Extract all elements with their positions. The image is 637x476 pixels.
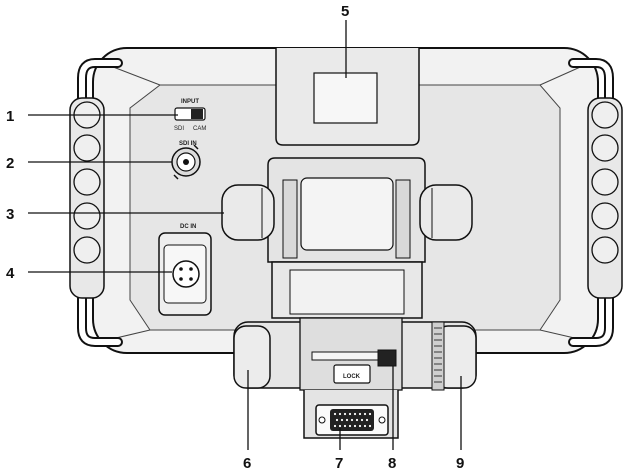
dc-in-label: DC IN [180,224,196,230]
right-handle [568,58,623,347]
callout-3: 3 [6,206,14,223]
sdi-in-label: SDI IN [179,141,197,147]
left-tilt-knob[interactable] [221,184,275,241]
central-stand [267,157,426,319]
multipin-connector[interactable] [303,390,399,439]
callout-numbers: 1 2 3 4 5 6 7 8 9 [6,3,464,472]
leader-lines [28,20,462,450]
callout-6: 6 [243,455,251,472]
callout-7: 7 [335,455,343,472]
sdi-label: SDI [174,126,184,132]
dc-in-connector[interactable]: DC IN [158,224,212,316]
input-switch[interactable]: INPUT SDI CAM [174,99,206,132]
callout-8: 8 [388,455,396,472]
callout-4: 4 [6,265,15,282]
callout-1: 1 [6,108,14,125]
callout-2: 2 [6,155,14,172]
right-ring-knob[interactable] [431,321,477,391]
callout-9: 9 [456,455,464,472]
input-label: INPUT [181,99,199,105]
left-lock-knob[interactable] [233,325,271,389]
cam-label: CAM [193,126,206,132]
right-tilt-knob[interactable] [419,184,473,241]
left-handle [69,58,123,347]
callout-5: 5 [341,3,349,20]
lock-slider[interactable]: LOCK [333,349,397,384]
lock-label: LOCK [343,374,361,380]
top-mount-plate [275,48,420,146]
